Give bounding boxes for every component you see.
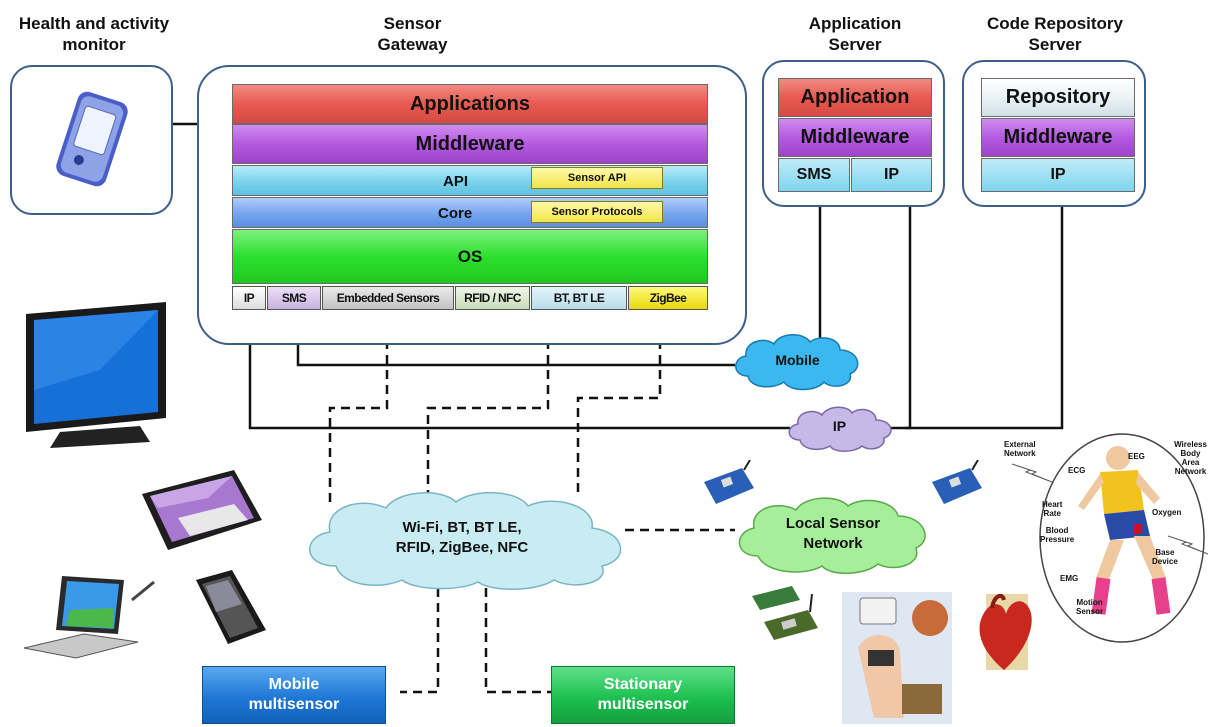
wireless-mobile-sensor-link [400, 588, 440, 694]
rfid-wireless-link [426, 310, 550, 497]
ip-cloud [788, 406, 892, 452]
interface-zigbee: ZigBee [628, 286, 708, 310]
medical-illustration-icon [842, 592, 952, 724]
applications-layer: Applications [232, 84, 708, 124]
app-ip-cell: IP [851, 158, 932, 192]
tablet-icon [142, 470, 262, 550]
repo-ip-link [905, 192, 1064, 430]
health-monitor-title: Health and activity monitor [18, 14, 170, 54]
local-sensor-cloud [738, 497, 926, 574]
sensor-board-icon [752, 586, 818, 640]
ip-cloud-label: IP [832, 418, 847, 434]
local-sensor-cloud-label: Local Sensor Network [785, 515, 881, 552]
appserver-ip-link [888, 192, 912, 430]
ip-ipcloud-link [248, 310, 790, 430]
interface-embedded-sensors: Embedded Sensors [322, 286, 454, 310]
api-label: API [443, 173, 469, 190]
application-server-title: Application Server [808, 14, 902, 54]
body-sensor-figure-icon [1039, 433, 1205, 643]
blood-pressure-label: Blood Pressure [1040, 526, 1075, 544]
eeg-label: EEG [1128, 452, 1145, 461]
emg-label: EMG [1060, 574, 1079, 583]
wireless-body-network-label: Wireless Body Area Network [1174, 440, 1207, 476]
code-repository-title: Code Repository Server [986, 14, 1124, 54]
zigbee-wireless-link [576, 310, 662, 495]
interface-rfid-nfc: RFID / NFC [455, 286, 530, 310]
repository-layer: Repository [981, 78, 1135, 117]
bolt-icon [1168, 535, 1208, 555]
motion-sensor-label: Motion Sensor [1076, 598, 1104, 616]
sensor-gateway-title: Sensor Gateway [377, 14, 448, 54]
app-middleware-layer: Middleware [778, 118, 932, 157]
wireless-stationary-sensor-link [484, 588, 552, 694]
wireless-cloud-label: Wi-Fi, BT, BT LE, RFID, ZigBee, NFC [395, 519, 529, 556]
mobile-multisensor-box: Mobile multisensor [202, 666, 386, 724]
app-application-layer: Application [778, 78, 932, 117]
embedded-wireless-link [328, 310, 389, 505]
mobile-cloud [735, 334, 859, 391]
stationary-multisensor-box: Stationary multisensor [551, 666, 735, 724]
pda-icon [56, 91, 128, 187]
smartphone-icon [196, 570, 266, 644]
sensor-board-icon [704, 460, 754, 504]
wireless-cloud [309, 492, 622, 590]
heart-rate-label: Heart Rate [1042, 500, 1063, 518]
tv-icon [26, 302, 166, 448]
ecg-label: ECG [1068, 466, 1086, 475]
laptop-icon [23, 576, 155, 659]
core-label: Core [438, 205, 473, 222]
sensor-protocols-tag: Sensor Protocols [531, 201, 663, 223]
base-device-label: Base Device [1152, 548, 1178, 566]
interface-ip: IP [232, 286, 266, 310]
repo-ip-cell: IP [981, 158, 1135, 192]
sensor-board-icon [932, 460, 982, 504]
interface-sms: SMS [267, 286, 321, 310]
app-sms-cell: SMS [778, 158, 850, 192]
health-monitor-panel [10, 65, 173, 215]
repo-middleware-layer: Middleware [981, 118, 1135, 157]
heart-icon [979, 593, 1032, 670]
interface-bt: BT, BT LE [531, 286, 627, 310]
oxygen-label: Oxygen [1152, 508, 1182, 517]
middleware-layer: Middleware [232, 124, 708, 164]
mobile-cloud-label: Mobile [775, 352, 820, 368]
os-layer: OS [232, 229, 708, 284]
bolt-icon [1012, 463, 1052, 483]
external-network-label: External Network [1004, 440, 1036, 458]
sensor-api-tag: Sensor API [531, 167, 663, 189]
